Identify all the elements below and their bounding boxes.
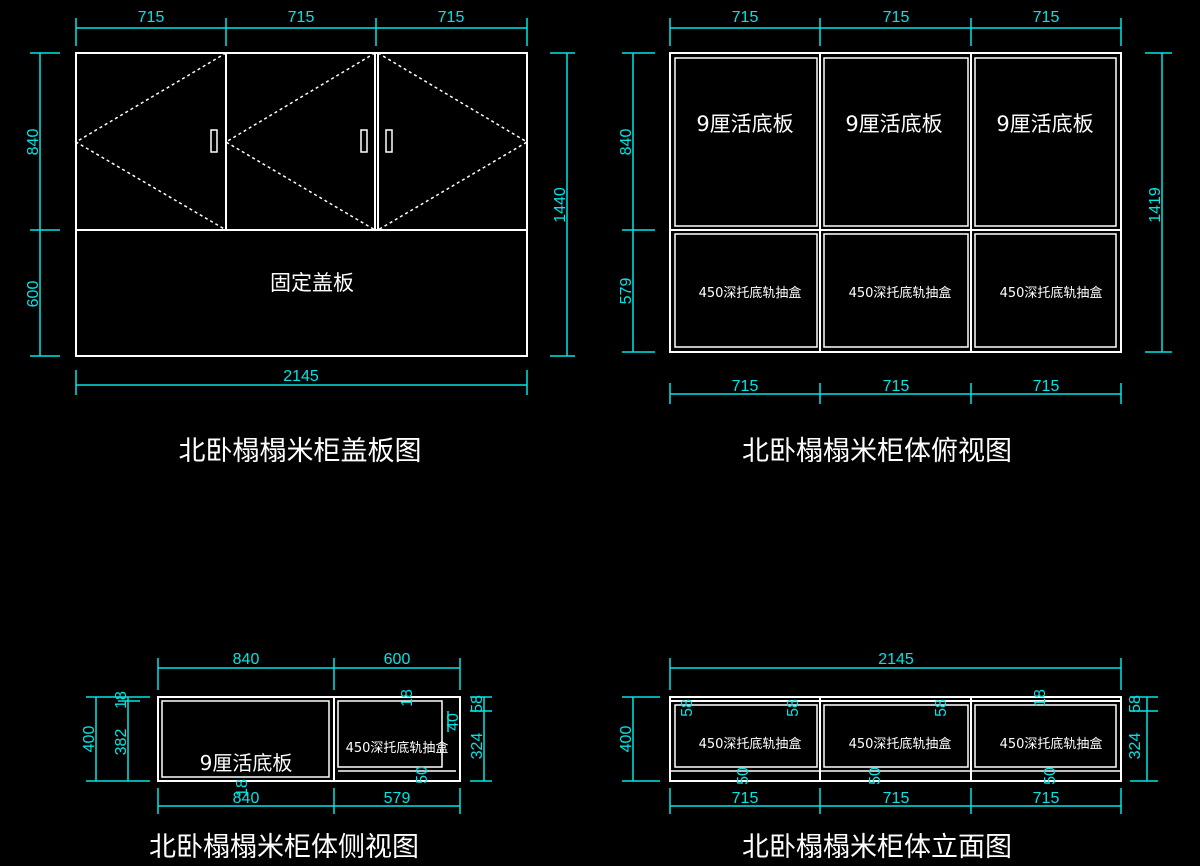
side-top-dim-1: 840 <box>233 651 260 668</box>
plan-cell <box>823 57 969 227</box>
front-bottom-dim-3: 715 <box>1033 790 1060 807</box>
cover-bottom-dim: 2145 <box>283 368 319 385</box>
side-view: 840 600 400 18 382 9厘活底板 450深托底轨抽盒 18 40… <box>81 651 492 863</box>
plan-bottom-dim-3: 715 <box>1033 378 1060 395</box>
plan-upper-cell-3: 9厘活底板 <box>996 112 1093 136</box>
side-right-cell: 450深托底轨抽盒 <box>346 740 449 756</box>
cover-outline <box>75 52 528 357</box>
front-cell-3: 450深托底轨抽盒 <box>1000 736 1103 752</box>
side-bottom-dim-2: 579 <box>384 790 411 807</box>
front-cell <box>974 704 1117 768</box>
door-swing-3 <box>377 52 529 231</box>
front-outline <box>669 696 1122 782</box>
plan-cell <box>823 233 969 348</box>
front-cell-2: 450深托底轨抽盒 <box>849 736 952 752</box>
front-bottom-dim-2: 715 <box>883 790 910 807</box>
front-view: 2145 400 450深托底轨抽盒 450深托底轨抽盒 450深托底轨抽盒 5… <box>618 651 1158 863</box>
handle-icon <box>360 129 368 153</box>
cover-top-dim-1: 715 <box>138 9 165 26</box>
door-swing-1 <box>74 52 227 231</box>
front-bottom-mark-3: 50 <box>1042 767 1059 785</box>
plan-cell <box>974 233 1117 348</box>
cover-left-dim-2: 600 <box>25 281 42 308</box>
plan-top-dim-2: 715 <box>883 9 910 26</box>
plan-outline <box>669 52 1122 353</box>
fixed-panel-label: 固定盖板 <box>270 271 354 295</box>
side-left-inner-top: 18 <box>113 691 130 709</box>
plan-bottom-dim-1: 715 <box>732 378 759 395</box>
door-swing-2 <box>224 52 376 231</box>
side-inner-small-top: 18 <box>399 689 416 707</box>
plan-top-dim-1: 715 <box>732 9 759 26</box>
plan-bottom-dim-2: 715 <box>883 378 910 395</box>
cover-top-dim-3: 715 <box>438 9 465 26</box>
front-cell <box>823 704 969 768</box>
front-cell-1: 450深托底轨抽盒 <box>699 736 802 752</box>
plan-left-dim-1: 840 <box>618 129 635 156</box>
plan-lower-cell-2: 450深托底轨抽盒 <box>849 285 952 301</box>
front-right-inner: 324 <box>1127 733 1144 760</box>
front-view-title: 北卧榻榻米柜体立面图 <box>742 832 1012 863</box>
side-right-inner: 324 <box>469 733 486 760</box>
front-inner-mark-3: 58 <box>933 699 950 717</box>
front-bottom-dim-1: 715 <box>732 790 759 807</box>
side-bottom-dim-1: 840 <box>233 790 260 807</box>
handle-icon <box>210 129 218 153</box>
plan-left-dim-2: 579 <box>618 278 635 305</box>
cover-view-title: 北卧榻榻米柜盖板图 <box>179 436 422 467</box>
side-left-outer: 400 <box>81 726 98 753</box>
cover-right-dim: 1440 <box>552 187 569 223</box>
plan-right-dim: 1419 <box>1147 187 1164 223</box>
plan-lower-cell-1: 450深托底轨抽盒 <box>699 285 802 301</box>
cover-left-dim-1: 840 <box>25 129 42 156</box>
front-right-outer: 58 <box>1127 695 1144 713</box>
handle-icon <box>385 129 393 153</box>
front-bottom-mark-1: 50 <box>735 767 752 785</box>
side-inner-small-right: 40 <box>445 713 462 731</box>
front-inner-mark-1: 58 <box>679 699 696 717</box>
side-outline <box>157 696 461 782</box>
front-inner-mark-2: 58 <box>785 699 802 717</box>
side-left-cell: 9厘活底板 <box>200 751 293 775</box>
plan-top-dim-3: 715 <box>1033 9 1060 26</box>
front-bottom-mark-2: 50 <box>867 767 884 785</box>
cover-top-dim-2: 715 <box>288 9 315 26</box>
plan-view: 715 715 715 840 579 1419 9厘活底板 9厘活底板 9厘活… <box>618 9 1172 467</box>
plan-cell <box>674 57 818 227</box>
plan-lower-cell-3: 450深托底轨抽盒 <box>1000 285 1103 301</box>
front-cell <box>674 704 818 768</box>
side-top-dim-2: 600 <box>384 651 411 668</box>
front-top-dim: 2145 <box>878 651 914 668</box>
side-inner-small-bottom: 50 <box>414 766 431 784</box>
front-inner-mark-4: 18 <box>1032 689 1049 707</box>
side-left-box <box>161 700 330 778</box>
side-view-title: 北卧榻榻米柜体侧视图 <box>149 832 419 863</box>
plan-view-title: 北卧榻榻米柜体俯视图 <box>742 436 1012 467</box>
side-right-outer: 58 <box>469 695 486 713</box>
plan-upper-cell-1: 9厘活底板 <box>696 112 793 136</box>
plan-cell <box>674 233 818 348</box>
side-bottom-inner-small: 18 <box>234 779 251 797</box>
cover-view: 715 715 715 840 600 1440 固定盖板 <box>25 9 575 467</box>
plan-upper-cell-2: 9厘活底板 <box>845 112 942 136</box>
side-left-inner: 382 <box>113 729 130 756</box>
plan-cell <box>974 57 1117 227</box>
front-left-dim: 400 <box>618 726 635 753</box>
side-right-box <box>337 700 443 768</box>
